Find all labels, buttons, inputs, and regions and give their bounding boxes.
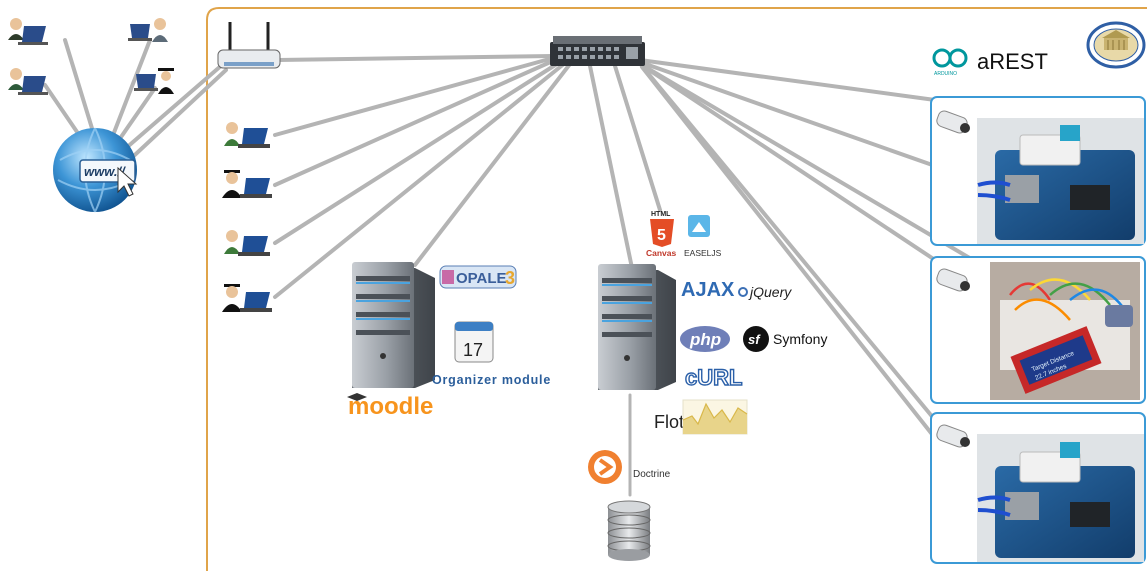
easeljs-logo: EASELJS: [684, 215, 722, 258]
user-laptop-icon: [8, 18, 48, 45]
doctrine-label: Doctrine: [633, 469, 671, 480]
database-icon: [607, 500, 651, 561]
user-laptop-icon: [224, 122, 270, 148]
user-laptop-icon: [128, 18, 168, 42]
php-label: php: [689, 330, 721, 349]
doctrine-logo: Doctrine: [588, 450, 671, 484]
calendar-day: 17: [463, 340, 483, 360]
user-laptop-icon: [8, 68, 48, 95]
html5-number: 5: [657, 227, 666, 244]
easeljs-label: EASELJS: [684, 248, 722, 258]
opale-label: OPALE: [456, 270, 507, 287]
device-panel-3: [930, 412, 1146, 564]
graduate-laptop-icon: [222, 284, 272, 312]
symfony-logo: sf Symfony: [743, 326, 827, 352]
device-panel-2: Target Distance 22.7 inches: [930, 256, 1146, 404]
php-logo: php: [680, 326, 730, 352]
html5-top-label: HTML: [651, 211, 671, 218]
opale-version: 3: [505, 268, 515, 288]
device-panel-1: [930, 96, 1146, 246]
arduino-logo: ARDUINO: [932, 48, 968, 77]
graduate-laptop-icon: [222, 170, 272, 198]
mortarboard-icon: [347, 393, 367, 401]
organizer-module-label: Organizer module: [432, 373, 551, 387]
jquery-logo: jQuery: [748, 284, 792, 300]
flot-label: Flot: [654, 412, 684, 432]
user-laptop-icon: [224, 230, 270, 256]
url-text: www.//: [84, 164, 126, 179]
canvas-label: Canvas: [646, 248, 677, 258]
connection-lines: [43, 38, 992, 497]
webcam-icon: [936, 268, 970, 292]
arest-label: aREST: [977, 49, 1048, 74]
curl-logo: cURL: [685, 365, 742, 390]
ajax-logo: AJAX: [681, 279, 735, 301]
html5-logo: HTML 5 Canvas: [646, 211, 677, 258]
calendar-icon: 17: [454, 321, 494, 363]
internet-globe-icon: www.//: [53, 127, 138, 213]
symfony-mark: sf: [748, 332, 761, 347]
graduate-laptop-icon: [134, 68, 174, 94]
switch-icon: [550, 36, 645, 66]
university-seal-icon: [1086, 21, 1146, 69]
network-boundary: [206, 7, 1147, 571]
flot-chart-icon: [682, 399, 748, 435]
symfony-label: Symfony: [773, 331, 827, 347]
jquery-icon: [738, 287, 748, 297]
app-server-icon: [598, 264, 676, 390]
opale-logo: OPALE 3: [439, 265, 517, 289]
lms-server-icon: [352, 262, 435, 388]
webcam-icon: [936, 110, 970, 134]
webcam-icon: [936, 424, 970, 448]
local-users: [222, 122, 272, 312]
router-icon: [217, 22, 281, 69]
arduino-label: ARDUINO: [934, 71, 957, 77]
remote-users: [8, 18, 174, 95]
